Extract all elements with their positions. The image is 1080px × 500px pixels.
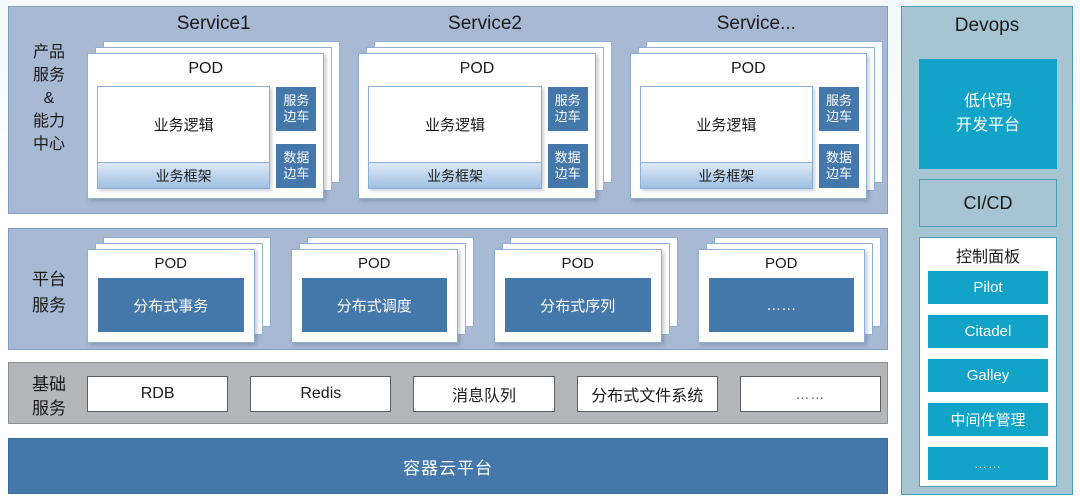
pod-stack: POD ……: [697, 237, 881, 343]
control-panel-item-more[interactable]: ……: [928, 447, 1048, 480]
control-panel: 控制面板 Pilot Citadel Galley 中间件管理 ……: [919, 237, 1057, 487]
container-cloud-platform-bar: 容器云平台: [8, 438, 888, 494]
control-panel-item-citadel[interactable]: Citadel: [928, 315, 1048, 348]
band-platform-services: 平台 服务 POD 分布式事务: [8, 228, 888, 350]
pod-label: POD: [561, 255, 594, 272]
cicd-box[interactable]: CI/CD: [919, 179, 1057, 227]
data-sidecar-box: 数据 边车: [818, 144, 859, 188]
infrastructure-item-row: RDB Redis 消息队列 分布式文件系统 ……: [87, 373, 882, 415]
data-sidecar-box: 数据 边车: [276, 144, 317, 188]
pod-stack: POD 分布式调度: [290, 237, 474, 343]
control-panel-items: Pilot Citadel Galley 中间件管理 ……: [928, 271, 1048, 480]
control-panel-item-galley[interactable]: Galley: [928, 359, 1048, 392]
service-group-2[interactable]: Service2 POD 业务逻辑 业务框架: [358, 11, 612, 211]
band-product-services: 产品 服务 & 能力 中心 Service1 POD 业务逻辑: [8, 6, 888, 214]
business-framework-box: 业务框架: [640, 162, 812, 188]
lowcode-platform-box[interactable]: 低代码 开发平台: [919, 59, 1057, 169]
service-group-row: Service1 POD 业务逻辑 业务框架: [87, 11, 883, 211]
row-label-product: 产品 服务 & 能力 中心: [32, 44, 65, 153]
infra-item-redis[interactable]: Redis: [250, 376, 392, 412]
pod-label: POD: [188, 60, 223, 77]
main-architecture-column: 产品 服务 & 能力 中心 Service1 POD 业务逻辑: [8, 6, 888, 495]
business-column: 业务逻辑 业务框架: [97, 86, 271, 189]
pod-label: POD: [357, 255, 391, 272]
pod-label: POD: [154, 255, 187, 272]
control-panel-title: 控制面板: [955, 249, 1020, 266]
service-sidecar-box: 服务 边车: [818, 87, 859, 131]
control-panel-item-pilot[interactable]: Pilot: [928, 271, 1048, 304]
pod-card[interactable]: POD 分布式调度: [290, 249, 458, 343]
pod-card[interactable]: POD 业务逻辑 业务框架 服务 边车 数据 边车: [358, 53, 596, 199]
row-label-platform: 平台 服务: [32, 270, 66, 315]
service-title: Service2: [448, 13, 522, 34]
platform-pod-2[interactable]: POD 分布式调度: [290, 237, 474, 343]
service-sidecar-box: 服务 边车: [547, 87, 588, 131]
business-logic-box: 业务逻辑: [640, 87, 812, 162]
business-logic-box: 业务逻辑: [98, 87, 270, 162]
pod-card[interactable]: POD 业务逻辑 业务框架 服务 边车 数据 边车: [629, 53, 867, 199]
service-group-1[interactable]: Service1 POD 业务逻辑 业务框架: [87, 11, 341, 211]
pod-card[interactable]: POD 分布式序列: [494, 249, 662, 343]
service-sidecar-box: 服务 边车: [276, 87, 317, 131]
service-group-3[interactable]: Service... POD 业务逻辑 业务框架: [629, 11, 883, 211]
pod-body: 业务逻辑 业务框架 服务 边车 数据 边车: [97, 86, 317, 189]
pod-label: POD: [730, 60, 766, 77]
pod-label: POD: [764, 255, 798, 272]
pod-stack: POD 业务逻辑 业务框架 服务 边车 数据 边车: [87, 41, 341, 199]
sidecar-column: 服务 边车 数据 边车: [547, 86, 588, 189]
pod-stack: POD 分布式序列: [494, 237, 678, 343]
platform-service-box: 分布式调度: [301, 278, 447, 332]
infra-item-more[interactable]: ……: [739, 376, 882, 412]
pod-label: POD: [459, 60, 495, 77]
business-column: 业务逻辑 业务框架: [368, 86, 542, 189]
business-framework-box: 业务框架: [98, 162, 270, 188]
infra-item-distributed-file-system[interactable]: 分布式文件系统: [576, 376, 718, 412]
service-title: Service...: [716, 13, 796, 34]
control-panel-item-middleware-management[interactable]: 中间件管理: [928, 403, 1048, 436]
pod-stack: POD 分布式事务: [87, 237, 271, 343]
platform-pod-1[interactable]: POD 分布式事务: [87, 237, 271, 343]
pod-stack: POD 业务逻辑 业务框架 服务 边车 数据 边车: [358, 41, 612, 199]
row-label-infrastructure: 基础 服务: [32, 375, 66, 418]
platform-service-box: ……: [708, 278, 854, 332]
pod-stack: POD 业务逻辑 业务框架 服务 边车 数据 边车: [629, 41, 883, 199]
service-title: Service1: [176, 13, 251, 34]
band-infrastructure-services: 基础 服务 RDB Redis 消息队列 分布式文件系统 ……: [8, 362, 888, 424]
pod-body: 业务逻辑 业务框架 服务 边车 数据 边车: [639, 86, 859, 189]
sidecar-column: 服务 边车 数据 边车: [818, 86, 859, 189]
business-framework-box: 业务框架: [369, 162, 541, 188]
business-logic-box: 业务逻辑: [369, 87, 541, 162]
pod-card[interactable]: POD ……: [697, 249, 865, 343]
platform-pod-4[interactable]: POD ……: [697, 237, 881, 343]
infra-item-message-queue[interactable]: 消息队列: [413, 376, 555, 412]
pod-card[interactable]: POD 分布式事务: [87, 249, 255, 343]
platform-service-box: 分布式事务: [98, 278, 244, 332]
pod-body: 业务逻辑 业务框架 服务 边车 数据 边车: [368, 86, 588, 189]
platform-pod-row: POD 分布式事务 POD 分布式调度: [87, 237, 881, 343]
devops-panel: Devops 低代码 开发平台 CI/CD 控制面板 Pilot Citadel…: [901, 6, 1073, 495]
infra-item-rdb[interactable]: RDB: [87, 376, 229, 412]
pod-card[interactable]: POD 业务逻辑 业务框架 服务 边车 数据 边车: [87, 53, 325, 199]
devops-title: Devops: [954, 15, 1020, 36]
data-sidecar-box: 数据 边车: [547, 144, 588, 188]
platform-pod-3[interactable]: POD 分布式序列: [494, 237, 678, 343]
platform-service-box: 分布式序列: [505, 278, 651, 332]
sidecar-column: 服务 边车 数据 边车: [276, 86, 317, 189]
business-column: 业务逻辑 业务框架: [639, 86, 813, 189]
